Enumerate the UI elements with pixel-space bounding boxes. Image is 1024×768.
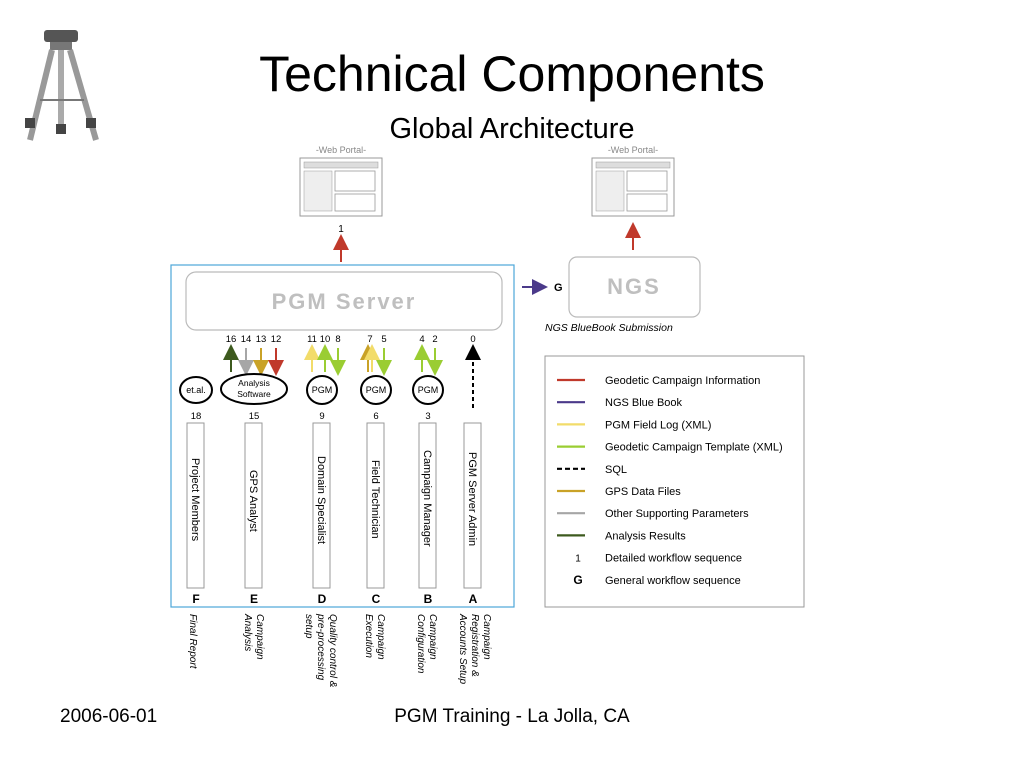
arrow-number: 1 bbox=[338, 224, 344, 235]
ngs-label: NGS bbox=[607, 274, 661, 299]
role-box-field-technician bbox=[366, 422, 385, 589]
role-box-pgm-server-admin bbox=[463, 422, 482, 589]
arrow-number: 11 bbox=[307, 334, 317, 345]
arrow-number: 10 bbox=[320, 334, 331, 345]
legend-symbol: G bbox=[573, 573, 582, 587]
phase-caption: Accounts Setup bbox=[457, 613, 468, 684]
legend-label: Geodetic Campaign Template (XML) bbox=[605, 442, 783, 454]
flow-arrows bbox=[223, 344, 481, 408]
phase-caption: Configuration bbox=[415, 614, 426, 674]
role-number: 15 bbox=[249, 411, 260, 422]
slide-subtitle: Global Architecture bbox=[389, 113, 635, 145]
role-label: GPS Analyst bbox=[247, 470, 259, 532]
portal-label: -Web Portal- bbox=[316, 145, 366, 155]
legend-label: Geodetic Campaign Information bbox=[605, 375, 760, 387]
phase-caption: Campaign bbox=[375, 614, 386, 660]
phase-caption: Final Report bbox=[187, 614, 198, 670]
phase-caption: setup bbox=[303, 614, 314, 639]
arrow-number: 4 bbox=[419, 334, 424, 345]
phase-caption: Analysis bbox=[242, 613, 253, 651]
footer-date: 2006-06-01 bbox=[60, 706, 158, 727]
role-label: Project Members bbox=[189, 458, 201, 542]
phase-letter: C bbox=[372, 592, 381, 606]
role-number: 6 bbox=[373, 411, 378, 422]
arrow-number: 2 bbox=[432, 334, 437, 345]
slide-title: Technical Components bbox=[259, 46, 765, 102]
node-pgm bbox=[360, 375, 392, 405]
tripod-icon bbox=[25, 30, 99, 141]
node-etal-label: et.al. bbox=[186, 385, 206, 395]
arrow-number: 14 bbox=[241, 334, 252, 345]
arrow-number: 5 bbox=[381, 334, 386, 345]
ngs-box bbox=[568, 256, 701, 318]
web-portal-icon: -Web Portal- bbox=[591, 145, 675, 217]
role-box-project-members bbox=[186, 422, 205, 589]
arrow-number: 12 bbox=[271, 334, 282, 345]
phase-letter: B bbox=[424, 592, 433, 606]
node-analysis-label: Analysis bbox=[238, 378, 270, 388]
phase-letter: E bbox=[250, 592, 258, 606]
node-analysis-software bbox=[220, 373, 288, 405]
role-box-domain-specialist bbox=[312, 422, 331, 589]
legend-label: Other Supporting Parameters bbox=[605, 508, 749, 520]
legend-label: GPS Data Files bbox=[605, 486, 681, 498]
pgm-server-box bbox=[185, 271, 503, 331]
ngs-caption: NGS BlueBook Submission bbox=[545, 322, 673, 334]
phase-caption: Quality control & bbox=[327, 614, 338, 688]
portal-label: -Web Portal- bbox=[608, 145, 658, 155]
phase-caption: Campaign bbox=[427, 614, 438, 660]
ngs-arrow-label: G bbox=[554, 282, 563, 294]
role-number: 3 bbox=[425, 411, 430, 422]
node-pgm-label: PGM bbox=[418, 385, 439, 395]
phase-caption: pre-processing bbox=[315, 613, 326, 681]
node-pgm bbox=[306, 375, 338, 405]
legend-label: SQL bbox=[605, 464, 627, 476]
node-pgm-label: PGM bbox=[312, 385, 333, 395]
arrow-number: 7 bbox=[367, 334, 372, 345]
node-etal bbox=[179, 376, 213, 404]
footer-center-text: PGM Training - La Jolla, CA bbox=[394, 706, 630, 727]
phase-letter: D bbox=[318, 592, 327, 606]
role-number: 9 bbox=[319, 411, 324, 422]
role-label: Campaign Manager bbox=[421, 450, 433, 547]
arrow-number: 13 bbox=[256, 334, 267, 345]
phase-letter: F bbox=[192, 592, 199, 606]
legend-label: Detailed workflow sequence bbox=[605, 553, 742, 565]
legend-label: NGS Blue Book bbox=[605, 397, 683, 409]
arrow-number: 8 bbox=[335, 334, 340, 345]
legend-label: General workflow sequence bbox=[605, 575, 741, 587]
legend-label: PGM Field Log (XML) bbox=[605, 419, 711, 431]
phase-caption: Campaign bbox=[254, 614, 265, 660]
role-label: Domain Specialist bbox=[315, 456, 327, 544]
node-analysis-label: Software bbox=[237, 389, 271, 399]
role-number: 18 bbox=[191, 411, 202, 422]
arrow-number: 16 bbox=[226, 334, 237, 345]
web-portal-icon: -Web Portal- bbox=[299, 145, 383, 217]
phase-letter: A bbox=[469, 592, 478, 606]
legend-symbol: 1 bbox=[575, 554, 581, 565]
phase-caption: Registration & bbox=[469, 614, 480, 677]
node-pgm-label: PGM bbox=[366, 385, 387, 395]
arrow-number: 0 bbox=[470, 334, 475, 345]
role-label: Field Technician bbox=[369, 460, 381, 539]
pgm-server-label: PGM Server bbox=[272, 289, 417, 314]
role-label: PGM Server Admin bbox=[466, 452, 478, 546]
legend-box bbox=[544, 355, 805, 608]
role-box-gps-analyst bbox=[244, 422, 263, 589]
node-pgm bbox=[412, 375, 444, 405]
phase-caption: Execution bbox=[363, 614, 374, 658]
phase-caption: Campaign bbox=[481, 614, 492, 660]
legend-label: Analysis Results bbox=[605, 530, 686, 542]
role-box-campaign-manager bbox=[418, 422, 437, 589]
system-boundary bbox=[170, 264, 515, 608]
